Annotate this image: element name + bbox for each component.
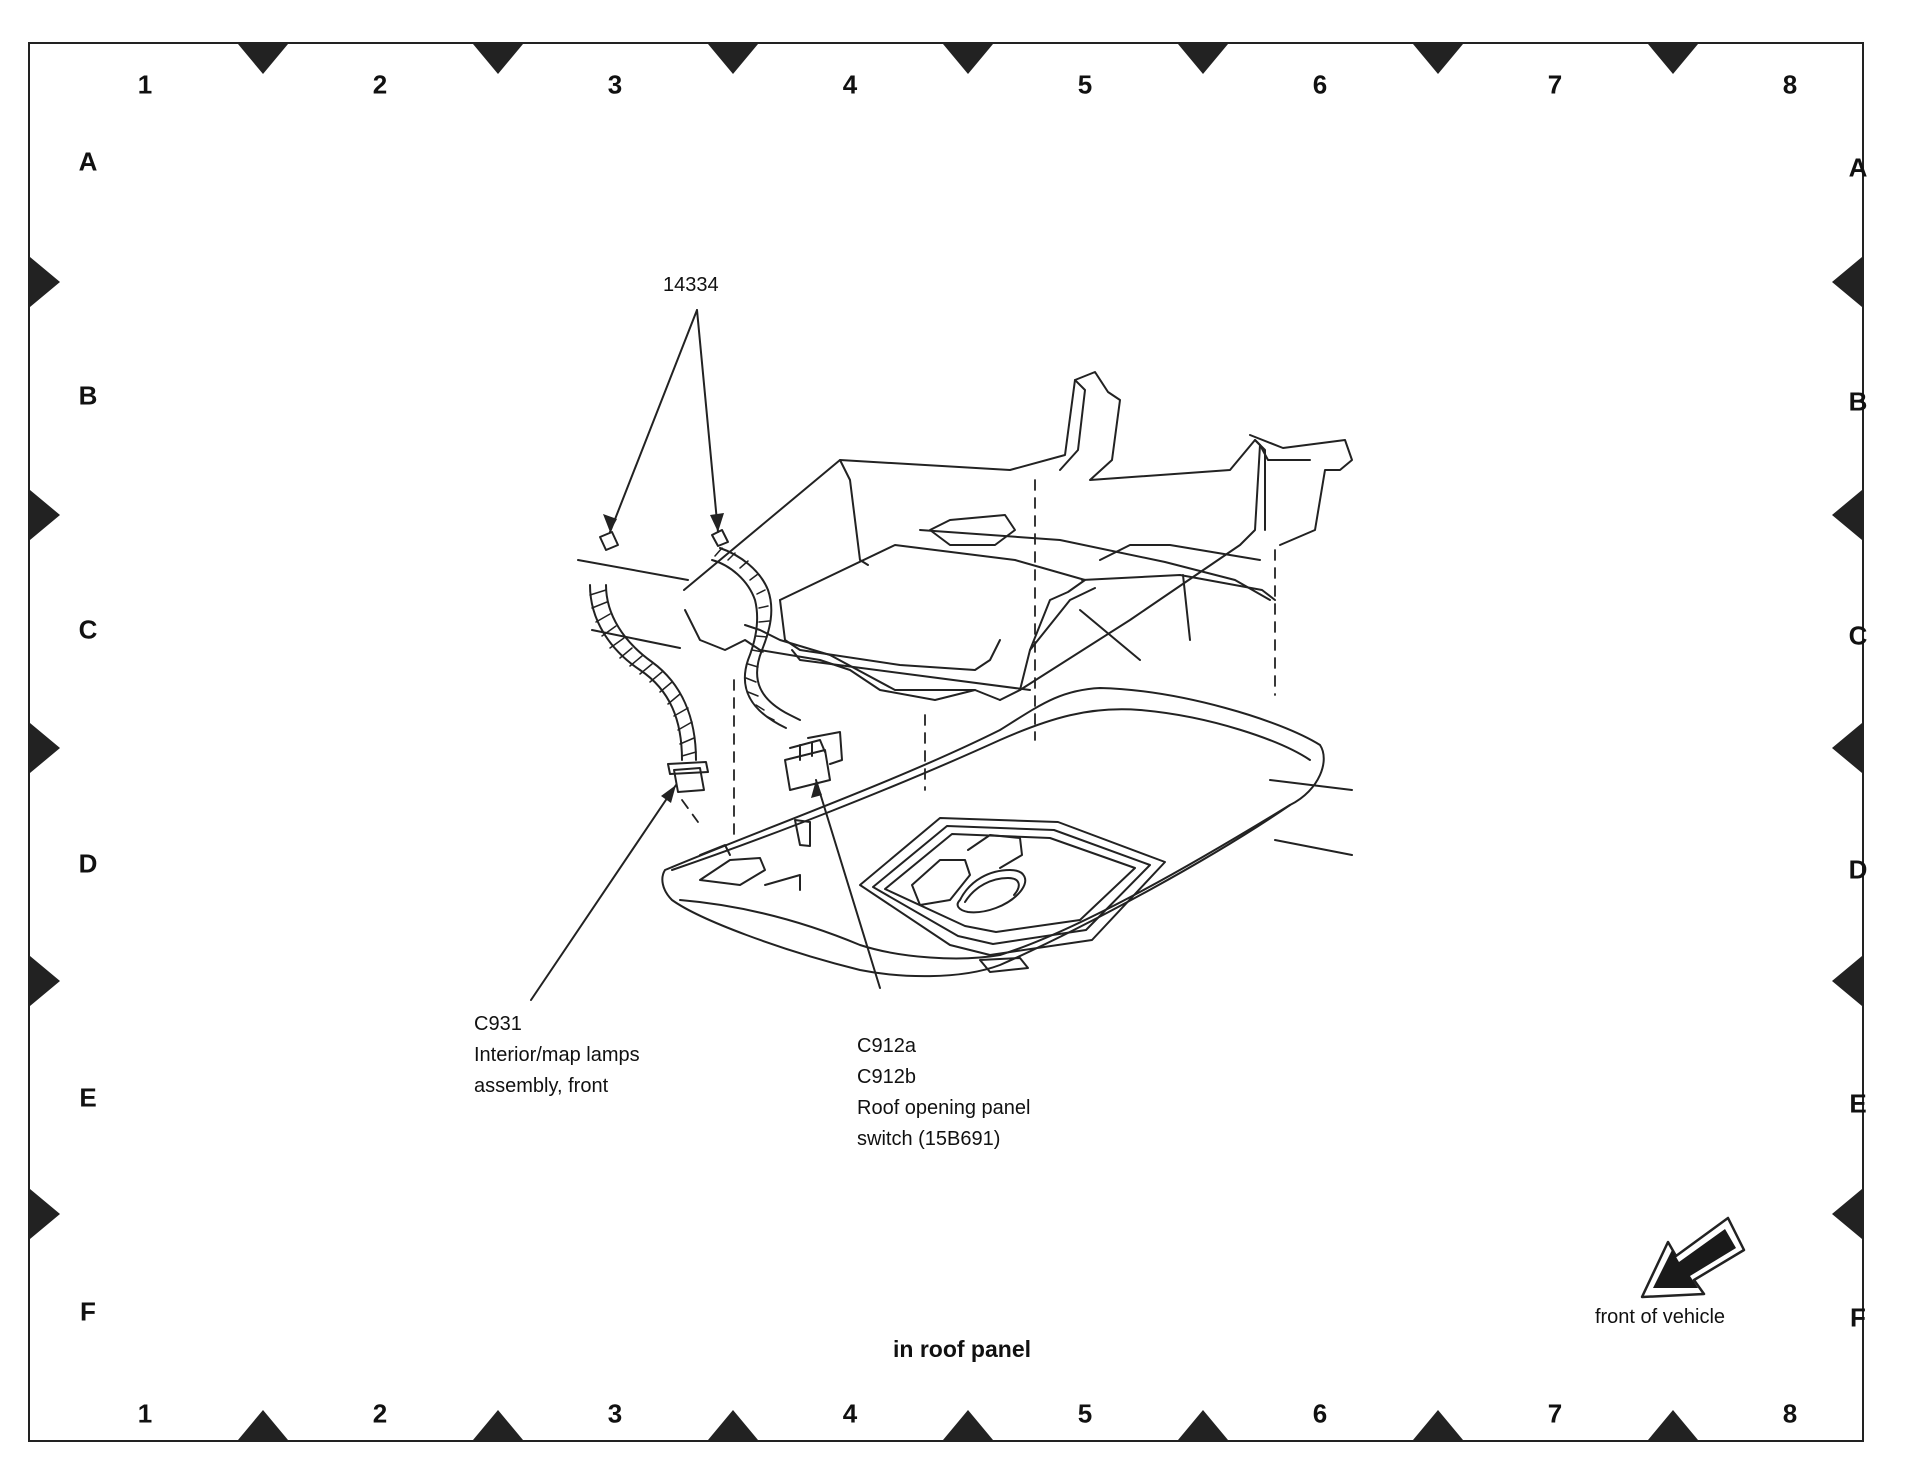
marker-top-7-8 [1648, 44, 1698, 74]
alignment-dashes [681, 479, 1276, 841]
col-label-bottom-7: 7 [1547, 1398, 1563, 1429]
row-label-left-f: F [80, 1296, 96, 1327]
marker-right-e-f [1832, 1189, 1862, 1239]
marker-bottom-1-2 [238, 1410, 288, 1440]
diagram-caption: in roof panel [893, 1336, 1031, 1362]
col-label-bottom-8: 8 [1782, 1398, 1798, 1429]
wiring-harness [589, 529, 843, 793]
col-label-top-4: 4 [842, 69, 858, 100]
c931-description: Interior/map lamps [474, 1044, 640, 1066]
col-label-bottom-3: 3 [607, 1398, 623, 1429]
col-label-bottom-2: 2 [372, 1398, 388, 1429]
marker-left-b-c [30, 490, 60, 540]
marker-left-e-f [30, 1189, 60, 1239]
marker-top-4-5 [943, 44, 993, 74]
roof-panel-edge-lines-right [1269, 779, 1353, 856]
col-label-top-6: 6 [1312, 69, 1328, 100]
col-label-top-3: 3 [607, 69, 623, 100]
marker-top-5-6 [1178, 44, 1228, 74]
marker-bottom-7-8 [1648, 1410, 1698, 1440]
row-label-right-e: E [1849, 1088, 1867, 1119]
marker-top-3-4 [708, 44, 758, 74]
col-label-top-5: 5 [1077, 69, 1093, 100]
col-label-bottom-4: 4 [842, 1398, 858, 1429]
marker-bottom-6-7 [1413, 1410, 1463, 1440]
marker-left-d-e [30, 956, 60, 1006]
col-label-bottom-5: 5 [1077, 1398, 1093, 1429]
col-label-top-8: 8 [1782, 69, 1798, 100]
c912b-connector-id: C912b [857, 1066, 916, 1088]
c931-connector-id: C931 [474, 1013, 522, 1035]
row-label-right-b: B [1848, 386, 1868, 417]
diagram-frame [28, 42, 1864, 1442]
col-label-top-1: 1 [137, 69, 153, 100]
c931-description-2: assembly, front [474, 1075, 609, 1097]
row-label-right-a: A [1848, 152, 1868, 183]
harness-part-number: 14334 [663, 274, 719, 296]
row-label-left-c: C [78, 614, 98, 645]
c912-description: Roof opening panel [857, 1097, 1031, 1119]
marker-bottom-5-6 [1178, 1410, 1228, 1440]
c912a-connector-id: C912a [857, 1035, 916, 1057]
support-bracket [683, 371, 1353, 701]
marker-right-b-c [1832, 490, 1862, 540]
marker-bottom-4-5 [943, 1410, 993, 1440]
col-label-top-7: 7 [1547, 69, 1563, 100]
marker-left-a-b [30, 257, 60, 307]
leader-arrowheads [603, 513, 822, 803]
callout-c912: C912a C912b Roof opening panel switch (1… [857, 1031, 1030, 1155]
row-label-left-a: A [78, 146, 98, 177]
row-label-left-e: E [79, 1082, 97, 1113]
col-label-bottom-6: 6 [1312, 1398, 1328, 1429]
row-label-left-d: D [78, 848, 98, 879]
leader-lines [530, 309, 881, 1001]
marker-top-6-7 [1413, 44, 1463, 74]
row-label-right-d: D [1848, 854, 1868, 885]
marker-bottom-3-4 [708, 1410, 758, 1440]
overhead-console [661, 687, 1325, 978]
col-label-bottom-1: 1 [137, 1398, 153, 1429]
callout-c931: C931 Interior/map lamps assembly, front [474, 1009, 640, 1102]
marker-right-d-e [1832, 956, 1862, 1006]
marker-right-a-b [1832, 257, 1862, 307]
marker-right-c-d [1832, 723, 1862, 773]
marker-top-2-3 [473, 44, 523, 74]
marker-left-c-d [30, 723, 60, 773]
marker-top-1-2 [238, 44, 288, 74]
front-of-vehicle-label: front of vehicle [1594, 1306, 1726, 1328]
c912-description-2: switch (15B691) [857, 1128, 1001, 1150]
row-label-right-f: F [1850, 1302, 1866, 1333]
marker-bottom-2-3 [473, 1410, 523, 1440]
row-label-right-c: C [1848, 620, 1868, 651]
callout-harness: 14334 [663, 270, 719, 301]
row-label-left-b: B [78, 380, 98, 411]
col-label-top-2: 2 [372, 69, 388, 100]
